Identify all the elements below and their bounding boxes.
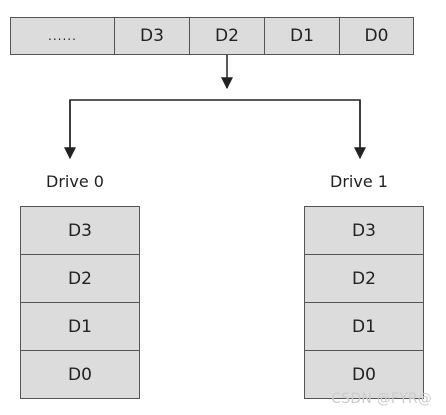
drive-0-block-d1: D1 (21, 303, 139, 351)
drive-0-label: Drive 0 (46, 172, 104, 191)
connector-horizontal (69, 99, 361, 155)
watermark: CSDN @FYR@ (331, 391, 432, 407)
drive-0-block-d0: D0 (21, 351, 139, 398)
drive-1-block-d0: D0 (305, 351, 423, 398)
data-block-d1: D1 (265, 18, 340, 54)
drive-1-label: Drive 1 (330, 172, 388, 191)
data-block-d0: D0 (340, 18, 413, 54)
drive-1-stack: D3 D2 D1 D0 (304, 206, 424, 399)
drive-1-block-d3: D3 (305, 207, 423, 255)
data-block-d2: D2 (190, 18, 265, 54)
drive-0-stack: D3 D2 D1 D0 (20, 206, 140, 399)
data-block-d3: D3 (115, 18, 190, 54)
data-block-ellipsis: ...... (11, 18, 115, 54)
drive-0-block-d3: D3 (21, 207, 139, 255)
drive-0-block-d2: D2 (21, 255, 139, 303)
data-block-row: ...... D3 D2 D1 D0 (10, 17, 414, 55)
drive-1-block-d1: D1 (305, 303, 423, 351)
drive-1-block-d2: D2 (305, 255, 423, 303)
